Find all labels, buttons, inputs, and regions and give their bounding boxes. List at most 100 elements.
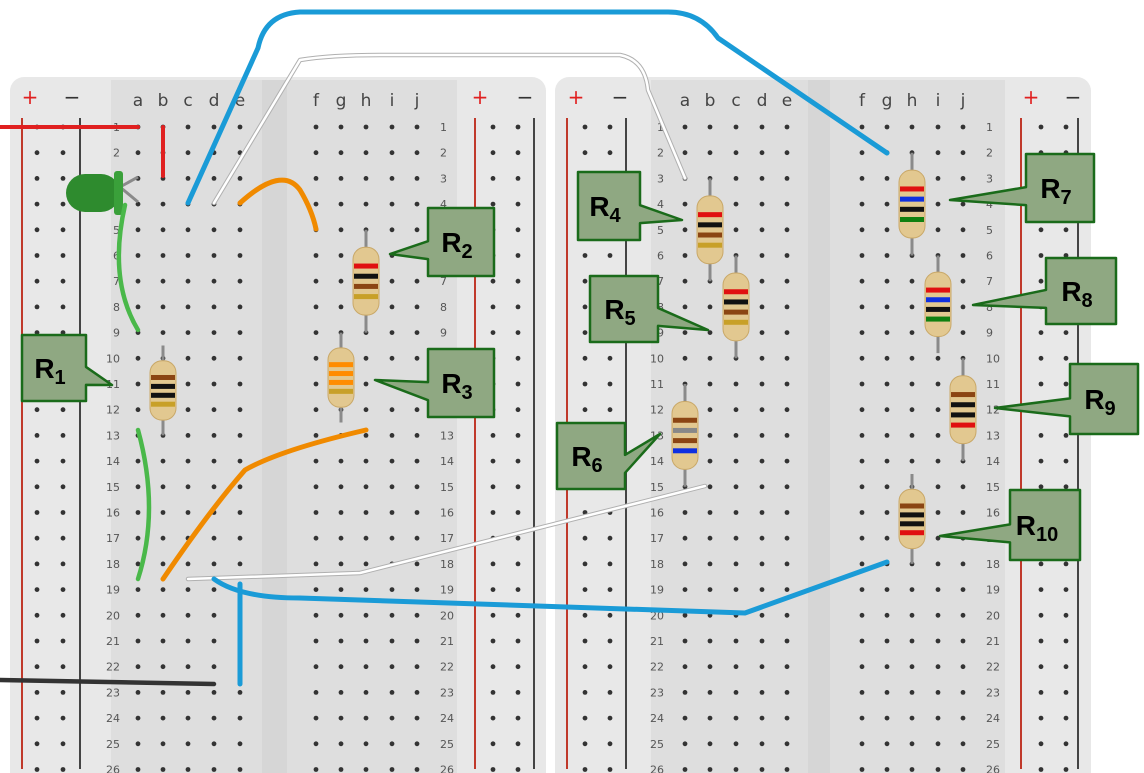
hole (390, 639, 395, 644)
hole (415, 356, 420, 361)
rail-hole (516, 407, 521, 412)
hole (161, 639, 166, 644)
hole (186, 356, 191, 361)
rail-hole (61, 407, 66, 412)
hole (415, 639, 420, 644)
rail-hole (583, 716, 588, 721)
row-number: 10 (986, 352, 1000, 365)
hole (238, 716, 243, 721)
row-number: 16 (986, 507, 1000, 520)
hole (708, 562, 713, 567)
hole (212, 330, 217, 335)
rail-hole (1039, 562, 1044, 567)
row-number: 22 (986, 661, 1000, 674)
hole (238, 690, 243, 695)
rail-hole (516, 639, 521, 644)
hole (910, 716, 915, 721)
rail-hole (491, 639, 496, 644)
hole (390, 150, 395, 155)
rail-minus-label-right: − (1065, 85, 1082, 109)
rail-hole (1064, 690, 1069, 695)
hole (936, 150, 941, 155)
hole (760, 716, 765, 721)
hole (785, 741, 790, 746)
column-label-j: j (960, 91, 966, 111)
hole (936, 407, 941, 412)
hole (212, 433, 217, 438)
hole (161, 613, 166, 618)
row-number: 13 (440, 429, 454, 442)
hole (785, 767, 790, 772)
hole (136, 305, 141, 310)
hole (860, 587, 865, 592)
hole (390, 690, 395, 695)
hole (364, 767, 369, 772)
hole (364, 150, 369, 155)
hole (961, 176, 966, 181)
hole (136, 150, 141, 155)
hole (760, 562, 765, 567)
hole (760, 639, 765, 644)
hole (860, 639, 865, 644)
hole (390, 587, 395, 592)
column-label-c: c (183, 91, 192, 111)
rail-hole (516, 330, 521, 335)
hole (910, 382, 915, 387)
hole (785, 279, 790, 284)
rail-hole (608, 356, 613, 361)
hole (734, 716, 739, 721)
hole (860, 202, 865, 207)
hole (683, 639, 688, 644)
row-number: 24 (986, 712, 1000, 725)
row-number: 24 (440, 712, 454, 725)
rail-hole (61, 767, 66, 772)
hole (860, 382, 865, 387)
hole (339, 202, 344, 207)
row-number: 16 (440, 507, 454, 520)
hole (314, 305, 319, 310)
terminal-area-right (287, 80, 457, 773)
hole (390, 536, 395, 541)
row-number: 20 (440, 609, 454, 622)
hole (785, 716, 790, 721)
hole (708, 767, 713, 772)
rail-hole (608, 639, 613, 644)
hole (415, 536, 420, 541)
rail-hole (61, 741, 66, 746)
hole (760, 664, 765, 669)
hole (415, 690, 420, 695)
hole (314, 459, 319, 464)
hole (390, 227, 395, 232)
rail-hole (516, 202, 521, 207)
row-number: 25 (650, 738, 664, 751)
hole (936, 202, 941, 207)
hole (415, 125, 420, 130)
hole (136, 484, 141, 489)
hole (961, 613, 966, 618)
hole (238, 536, 243, 541)
hole (734, 227, 739, 232)
hole (785, 459, 790, 464)
hole (415, 227, 420, 232)
column-label-a: a (680, 91, 690, 111)
rail-hole (583, 407, 588, 412)
hole (734, 202, 739, 207)
rail-hole (1064, 433, 1069, 438)
rail-hole (608, 407, 613, 412)
row-number: 14 (650, 455, 664, 468)
rail-hole (491, 587, 496, 592)
rail-hole (35, 305, 40, 310)
row-number: 7 (986, 275, 993, 288)
hole (708, 356, 713, 361)
hole (212, 227, 217, 232)
resistor-band (151, 384, 175, 389)
hole (885, 690, 890, 695)
rail-hole (35, 202, 40, 207)
hole (212, 690, 217, 695)
hole (390, 716, 395, 721)
rail-plus-label-left: + (22, 85, 39, 109)
hole (885, 716, 890, 721)
rail-hole (35, 690, 40, 695)
hole (936, 562, 941, 567)
hole (238, 741, 243, 746)
